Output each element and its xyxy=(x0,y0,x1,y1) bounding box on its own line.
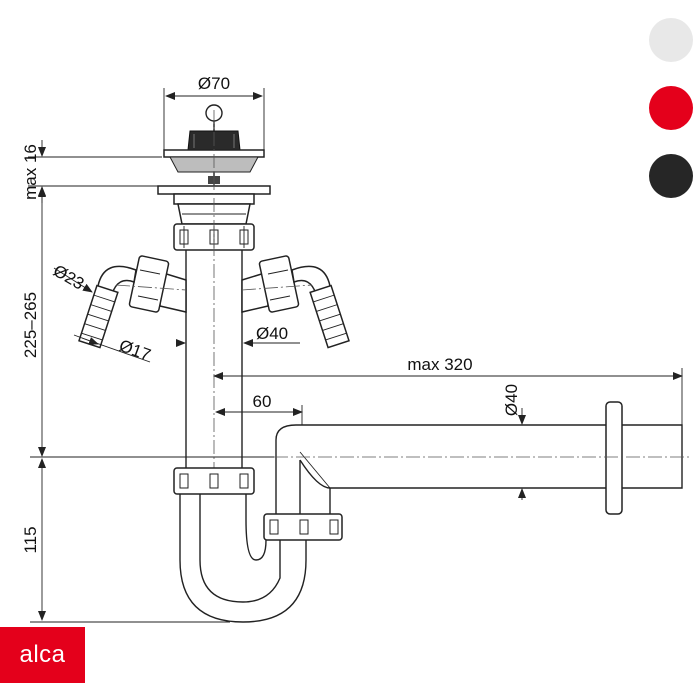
svg-text:Ø40: Ø40 xyxy=(256,324,288,343)
svg-text:Ø17: Ø17 xyxy=(117,336,154,365)
color-swatch-red[interactable] xyxy=(649,86,693,130)
horizontal-outlet xyxy=(274,401,690,515)
lower-nut xyxy=(173,467,255,495)
logo-text: alca xyxy=(19,641,66,668)
dimension-hose-inner: Ø17 xyxy=(73,334,154,365)
dimension-height-range: 225–265 xyxy=(21,187,274,458)
svg-text:Ø40: Ø40 xyxy=(502,384,521,416)
svg-text:max 16: max 16 xyxy=(21,144,40,200)
svg-text:60: 60 xyxy=(253,392,272,411)
left-hose-connector xyxy=(78,255,187,349)
right-hose-connector xyxy=(241,255,350,349)
u-trap xyxy=(179,424,610,623)
dimension-hose-outer: Ø23 xyxy=(50,261,93,294)
svg-text:Ø23: Ø23 xyxy=(50,261,87,294)
color-swatch-black[interactable] xyxy=(649,154,693,198)
dimension-pipe-horizontal: Ø40 xyxy=(502,384,526,500)
dimension-pipe-vertical: Ø40 xyxy=(176,324,300,347)
svg-text:115: 115 xyxy=(21,526,40,553)
svg-text:225–265: 225–265 xyxy=(21,292,40,358)
svg-text:max 320: max 320 xyxy=(407,355,472,374)
dimension-top-diameter: Ø70 xyxy=(163,74,265,150)
dimension-max-length: max 320 xyxy=(213,355,683,425)
dimension-offset: 60 xyxy=(215,392,303,425)
alca-logo: alca xyxy=(0,627,85,683)
dimension-max-height: max 16 xyxy=(21,140,162,203)
dimension-bottom-height: 115 xyxy=(21,458,230,623)
color-swatch-white[interactable] xyxy=(649,18,693,62)
svg-text:Ø70: Ø70 xyxy=(198,74,230,93)
